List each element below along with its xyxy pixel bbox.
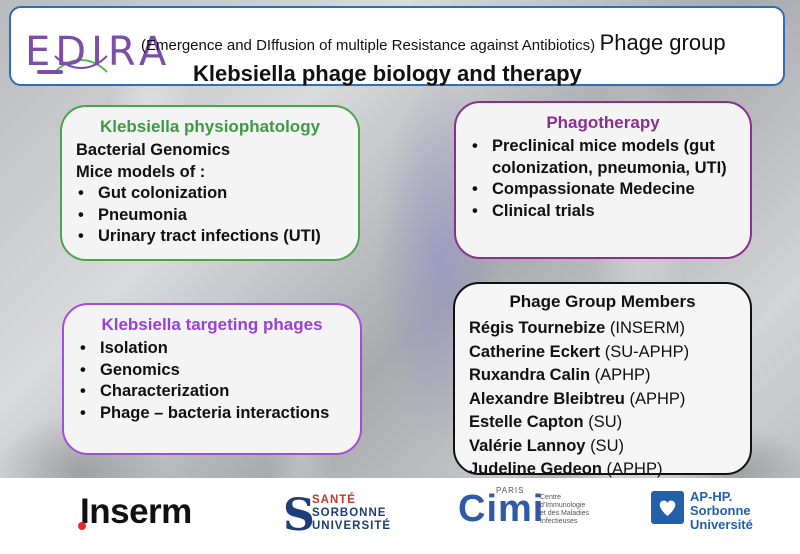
card-title: Klebsiella physiophatology: [99, 117, 321, 136]
card-line: Mice models of :: [76, 162, 206, 181]
list-item: Ruxandra Calin (APHP): [469, 364, 736, 388]
logo-line: Université: [690, 517, 753, 532]
inserm-dot-icon: [78, 522, 86, 530]
card-line: Bacterial Genomics: [76, 141, 231, 159]
logo-line: d'Immunologie: [540, 502, 586, 509]
member-affiliation: (APHP): [629, 389, 686, 408]
inserm-logo: Inserm: [80, 492, 192, 531]
member-list: Régis Tournebize (INSERM) Catherine Ecke…: [469, 317, 736, 482]
member-name: Estelle Capton: [469, 413, 584, 431]
members-card: Phage Group Members Régis Tournebize (IN…: [453, 282, 752, 478]
header-banner: EDIRA (Emergence and DIffusion of multip…: [9, 6, 785, 86]
cimi-logo: Cimi: [458, 488, 545, 530]
list-item: Preclinical mice models (gut colonizatio…: [470, 136, 736, 179]
aphp-heart-icon: [651, 491, 684, 524]
logo-line: AP-HP.: [690, 489, 733, 504]
list-item: Catherine Eckert (SU-APHP): [469, 341, 736, 365]
list-item: Phage – bacteria interactions: [78, 403, 346, 425]
phagotherapy-card: Phagotherapy Preclinical mice models (gu…: [454, 101, 752, 259]
group-name: Phage group: [599, 30, 726, 55]
member-name: Catherine Eckert: [469, 342, 601, 361]
logo-line: SORBONNE: [312, 507, 387, 519]
logo-line: Infectieuses: [540, 518, 578, 525]
list-item: Pneumonia: [76, 205, 344, 227]
logo-line: Sorbonne: [690, 503, 751, 518]
logo-text: EDIRA: [25, 29, 172, 75]
list-item: Valérie Lannoy (SU): [469, 435, 736, 459]
header-subtitle: (Emergence and DIffusion of multiple Res…: [141, 30, 781, 56]
member-name: Alexandre Bleibtreu: [469, 389, 625, 408]
bullet-list: Preclinical mice models (gut colonizatio…: [470, 136, 736, 222]
member-affiliation: (SU): [590, 436, 624, 455]
list-item: Genomics: [78, 360, 346, 382]
list-item: Gut colonization: [76, 183, 344, 205]
list-item: Compassionate Medecine: [470, 179, 736, 201]
member-affiliation: (INSERM): [609, 319, 686, 337]
member-affiliation: (SU): [588, 413, 623, 431]
member-name: Valérie Lannoy: [469, 436, 586, 455]
aphp-logo: AP-HP. Sorbonne Université: [690, 490, 753, 532]
bullet-list: Isolation Genomics Characterization Phag…: [78, 338, 346, 424]
member-affiliation: (APHP): [606, 460, 663, 478]
member-affiliation: (SU-APHP): [604, 342, 690, 361]
logo-line: et des Maladies: [540, 510, 590, 517]
page-title: Klebsiella phage biology and therapy: [193, 61, 582, 86]
list-item: Urinary tract infections (UTI): [76, 226, 344, 248]
card-title: Phage Group Members: [509, 292, 696, 311]
member-affiliation: (APHP): [594, 366, 651, 384]
list-item: Estelle Capton (SU): [469, 411, 736, 435]
cimi-paris-label: PARIS: [496, 486, 525, 495]
targeting-phages-card: Klebsiella targeting phages Isolation Ge…: [62, 303, 362, 455]
program-name: (Emergence and DIffusion of multiple Res…: [141, 37, 596, 54]
physiopathology-card: Klebsiella physiophatology Bacterial Gen…: [60, 105, 360, 261]
edira-logo: EDIRA: [21, 16, 166, 80]
list-item: Clinical trials: [470, 201, 736, 223]
dna-icon: [37, 55, 108, 74]
member-name: Judeline Gedeon: [469, 460, 602, 478]
member-name: Ruxandra Calin: [469, 366, 591, 384]
list-item: Characterization: [78, 381, 346, 403]
sorbonne-logo: SANTÉ SORBONNE UNIVERSITÉ: [312, 494, 391, 533]
cimi-description: Centre d'Immunologie et des Maladies Inf…: [540, 494, 589, 526]
card-title: Klebsiella targeting phages: [101, 315, 323, 334]
logo-line: UNIVERSITÉ: [312, 520, 392, 532]
list-item: Alexandre Bleibtreu (APHP): [469, 388, 736, 412]
member-name: Régis Tournebize: [469, 319, 606, 337]
list-item: Isolation: [78, 338, 346, 360]
logo-line: SANTÉ: [312, 494, 356, 506]
list-item: Judeline Gedeon (APHP): [469, 458, 736, 482]
logo-line: Centre: [540, 494, 562, 501]
bullet-list: Gut colonization Pneumonia Urinary tract…: [76, 183, 344, 248]
card-title: Phagotherapy: [546, 113, 660, 132]
list-item: Régis Tournebize (INSERM): [469, 317, 736, 341]
sorbonne-s-icon: S: [283, 490, 315, 541]
